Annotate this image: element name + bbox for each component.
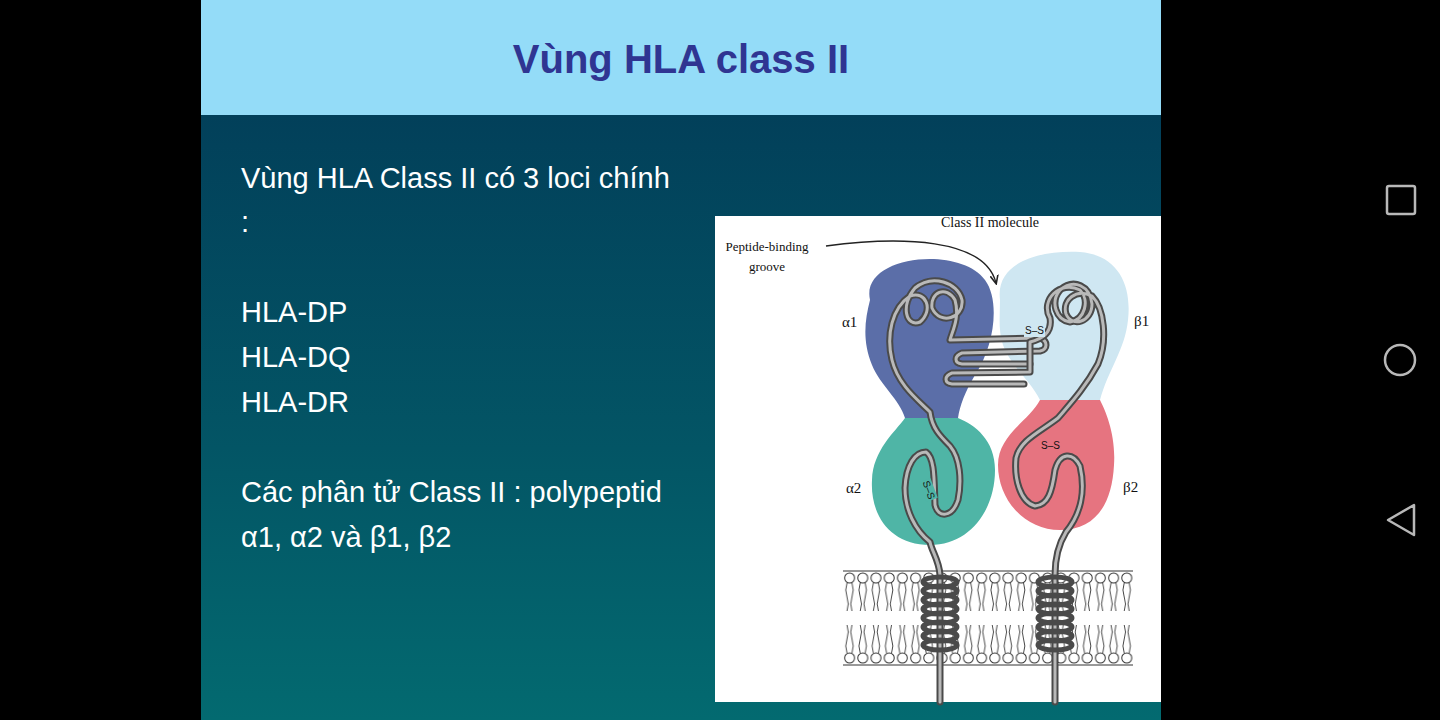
nav-buttons: [1385, 186, 1415, 535]
beta-chain-core: [946, 284, 1104, 702]
home-icon: [1385, 345, 1415, 375]
disulfide-label: S–S: [1040, 440, 1061, 452]
domain-label: α1: [842, 313, 857, 331]
callout-label: Peptide-binding groove: [712, 237, 822, 277]
polypeptide-chains: [890, 281, 1104, 702]
locus-name: HLA-DQ: [241, 335, 351, 379]
groove-pointer: [826, 241, 996, 283]
figure-title: Class II molecule: [941, 214, 1039, 231]
cell-membrane: [843, 571, 1133, 665]
figure-panel: [715, 216, 1161, 702]
disulfide-label: S–S: [1024, 325, 1045, 337]
lipid-bilayer: [843, 572, 1133, 664]
back-icon: [1388, 505, 1414, 535]
beta-helix: [1038, 577, 1072, 650]
beta1-domain: [1000, 252, 1129, 400]
recent-apps-icon: [1387, 186, 1415, 214]
body-text: Vùng HLA Class II có 3 loci chính :: [241, 156, 671, 244]
alpha-helix: [923, 577, 957, 650]
slide-title: Vùng HLA class II: [201, 36, 1161, 82]
locus-name: HLA-DP: [241, 290, 347, 334]
domain-label: β1: [1134, 312, 1149, 330]
beta-chain-outline: [946, 284, 1104, 702]
domain-label: α2: [846, 479, 861, 497]
body-text: Các phân tử Class II : polypeptid α1, α2…: [241, 470, 671, 560]
membrane-edge: [843, 571, 1133, 665]
locus-name: HLA-DR: [241, 380, 349, 424]
domain-label: β2: [1123, 478, 1138, 496]
